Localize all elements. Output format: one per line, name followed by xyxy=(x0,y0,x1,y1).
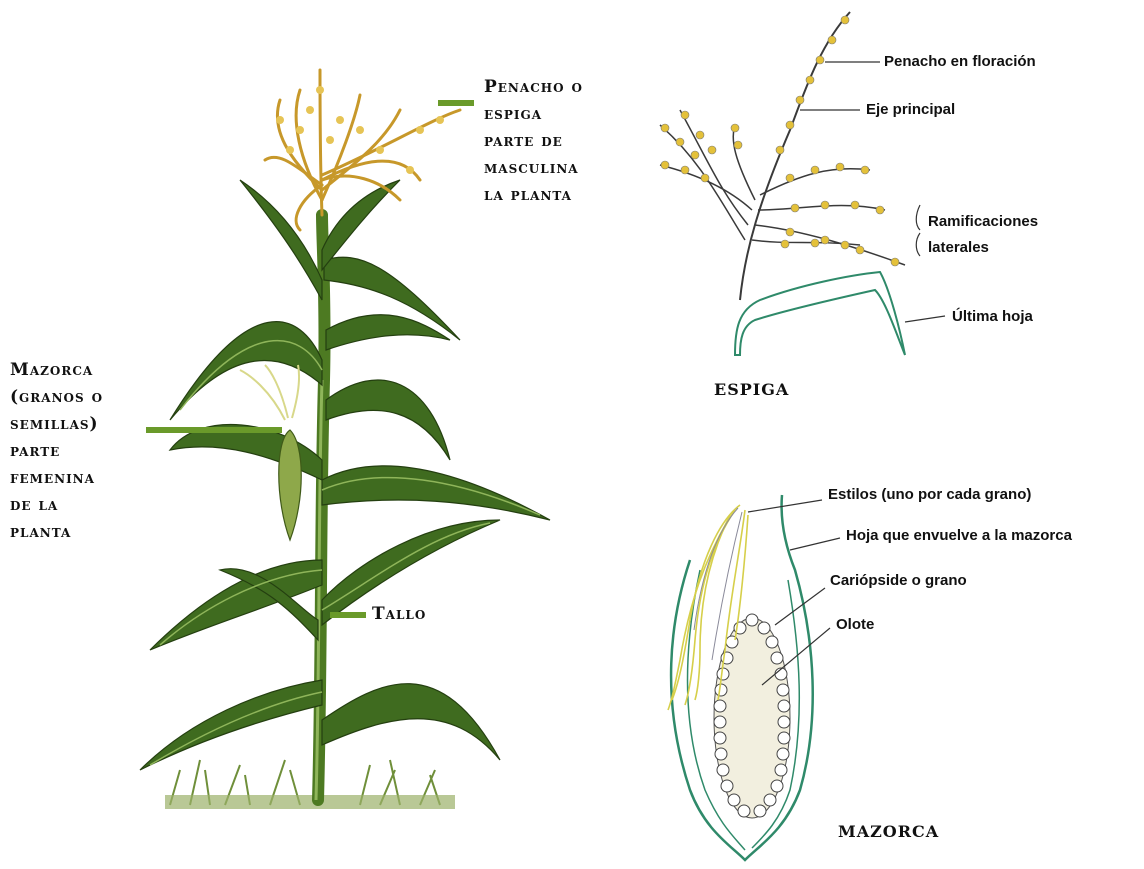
ear-label-line: (granos o xyxy=(10,384,103,411)
lateral-branches-label-line: laterales xyxy=(928,235,1038,261)
tassel-label: Penacho o espiga parte de masculina la p… xyxy=(484,74,583,209)
ear-label: Mazorca (granos o semillas) parte femeni… xyxy=(10,357,103,546)
ear-label-line: planta xyxy=(10,519,103,546)
tassel-label-line: espiga xyxy=(484,101,583,128)
espiga-main-axis xyxy=(740,12,850,300)
tassel-label-line: la planta xyxy=(484,182,583,209)
flowering-tassel-label: Penacho en floración xyxy=(884,53,1036,71)
ground-base xyxy=(165,795,455,809)
tassel-pointer xyxy=(438,100,474,106)
tassel-label-line: masculina xyxy=(484,155,583,182)
espiga-caption: ESPIGA xyxy=(714,380,789,399)
lateral-branches-label: Ramificaciones laterales xyxy=(928,209,1038,261)
ear-pointer xyxy=(146,427,282,433)
ear-label-line: parte xyxy=(10,438,103,465)
stem-label: Tallo xyxy=(372,601,426,628)
espiga-last-leaf xyxy=(735,272,905,355)
cob-label: Olote xyxy=(836,616,874,634)
mazorca-caption: MAZORCA xyxy=(838,822,939,841)
ear-label-line: femenina xyxy=(10,465,103,492)
lateral-branches-label-line: Ramificaciones xyxy=(928,209,1038,235)
tassel-label-line: Penacho o xyxy=(484,74,583,101)
plant-leaves xyxy=(140,180,550,770)
kernel-label: Cariópside o grano xyxy=(830,572,967,590)
husk-label: Hoja que envuelve a la mazorca xyxy=(846,527,1072,545)
ear-label-line: de la xyxy=(10,492,103,519)
main-axis-label: Eje principal xyxy=(866,101,955,119)
ear-label-line: semillas) xyxy=(10,411,103,438)
tassel-label-line: parte de xyxy=(484,128,583,155)
stem-pointer xyxy=(330,612,366,618)
last-leaf-label: Última hoja xyxy=(952,308,1033,326)
ear-label-line: Mazorca xyxy=(10,357,103,384)
styles-label: Estilos (uno por cada grano) xyxy=(828,486,1031,504)
mazorca-illustration xyxy=(668,495,840,860)
